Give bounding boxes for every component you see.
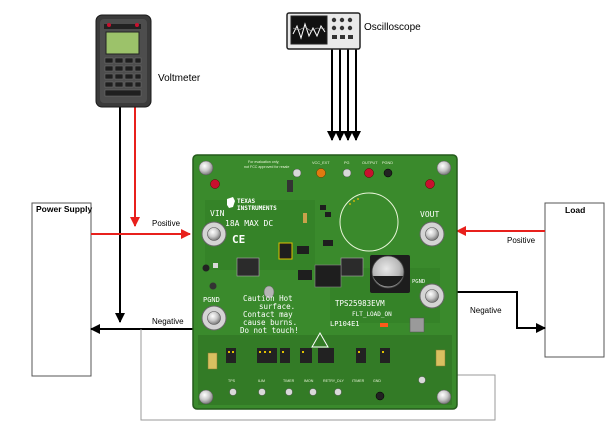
tp-label-pgnd: PGND: [382, 161, 393, 165]
evm-board: For evaluation only; not FCC approved fo…: [192, 154, 458, 410]
rating-text: 18A MAX DC: [225, 219, 273, 228]
supply-positive-label: Positive: [152, 219, 181, 228]
load-positive-label: Positive: [507, 236, 536, 245]
caution-text: Caution Hot surface. Contact may cause b…: [240, 294, 299, 335]
tp-label-output: OUTPUT: [362, 161, 378, 165]
mounting-holes: [198, 160, 452, 405]
supply-wires: Positive Negative: [90, 219, 496, 421]
pgnd-right-label: PGND: [412, 279, 425, 285]
part-number: TPS25983EVM: [335, 299, 385, 308]
vin-label: VIN: [210, 209, 225, 218]
oscilloscope-label: Oscilloscope: [364, 22, 421, 33]
tp-label-pg: PG: [344, 161, 350, 165]
output-capacitor: [370, 255, 410, 293]
load-box: Load: [544, 202, 605, 358]
load-wires: Positive Negative: [456, 226, 546, 333]
svg-text:RETRY_DLY: RETRY_DLY: [323, 379, 344, 383]
supply-negative-label: Negative: [152, 317, 184, 326]
revision: LP104E1: [330, 320, 360, 328]
components: [202, 180, 425, 333]
oscilloscope-probe-wires: [327, 44, 361, 141]
svg-text:ILIM: ILIM: [258, 379, 265, 383]
svg-text:TPS: TPS: [228, 379, 236, 383]
svg-text:GND: GND: [373, 379, 381, 383]
ce-mark: CE: [232, 233, 245, 246]
svg-text:IMON: IMON: [304, 379, 314, 383]
brand-texas: TEXAS: [237, 198, 255, 205]
svg-text:Contact may: Contact may: [243, 310, 293, 319]
power-supply-box: Power Supply: [31, 202, 92, 377]
vout-label: VOUT: [420, 210, 439, 219]
ti-logo: [227, 197, 235, 208]
power-supply-label: Power Supply: [36, 204, 92, 214]
svg-text:surface.: surface.: [259, 302, 295, 311]
svg-text:cause burns.: cause burns.: [243, 318, 297, 327]
svg-text:ITIMER: ITIMER: [352, 379, 365, 383]
load-negative-label: Negative: [470, 306, 502, 315]
vout-terminal: [419, 221, 445, 247]
load-label: Load: [565, 205, 585, 215]
voltmeter-label: Voltmeter: [158, 73, 201, 84]
oscilloscope-device: [286, 12, 361, 50]
brand-instruments: INSTRUMENTS: [237, 205, 277, 212]
vin-terminal: [201, 221, 227, 247]
svg-text:TIMER: TIMER: [283, 379, 295, 383]
bottom-test-points: [229, 376, 426, 401]
pgnd-left-label: PGND: [203, 296, 220, 304]
hot-surface-warning-icon: [311, 331, 329, 348]
tp-label-vcc-ext: VCC_EXT: [312, 161, 330, 165]
top-test-points: VCC_EXT PG OUTPUT PGND: [210, 161, 435, 189]
bottom-labels: TPS ILIM TIMER IMON RETRY_DLY ITIMER GND: [228, 379, 381, 383]
led-label: FLT_LOAD_ON: [352, 311, 392, 318]
svg-text:Do not touch!: Do not touch!: [240, 326, 299, 335]
voltmeter-device: [95, 14, 152, 108]
pgnd-right-terminal: [419, 283, 445, 309]
pgnd-left-terminal: [201, 305, 227, 331]
svg-text:Caution Hot: Caution Hot: [243, 294, 293, 303]
voltmeter-leads: [115, 104, 140, 323]
board-note-2: not FCC approved for resale: [244, 165, 289, 169]
board-note-1: For evaluation only;: [248, 160, 279, 164]
bottom-jumpers: [207, 348, 446, 370]
